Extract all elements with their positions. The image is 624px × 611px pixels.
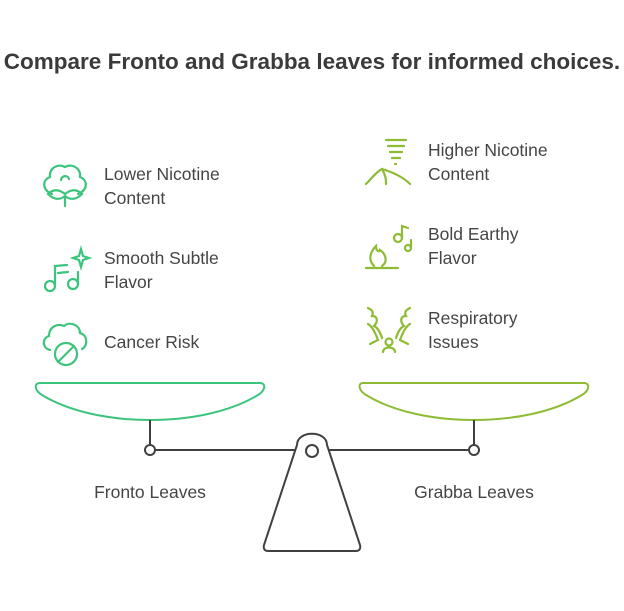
list-item: Lower Nicotine Content	[104, 164, 220, 208]
cotton-plant-icon	[43, 164, 87, 208]
fire-music-icon	[364, 224, 413, 270]
right-pan	[358, 382, 590, 422]
music-sparkle-icon	[43, 244, 93, 293]
list-item: Bold Earthy Flavor	[428, 224, 519, 268]
list-item: Higher Nicotine Content	[428, 140, 548, 184]
list-item: Respiratory Issues	[428, 308, 518, 352]
cloud-prohibited-icon	[42, 322, 88, 367]
grabba-leaves-label: Grabba Leaves	[414, 482, 534, 502]
list-item: Smooth Subtle Flavor	[104, 248, 219, 292]
fronto-leaves-label: Fronto Leaves	[94, 482, 206, 502]
page-title: Compare Fronto and Grabba leaves for inf…	[3, 49, 621, 74]
left-pan	[34, 382, 266, 422]
fulcrum	[262, 432, 362, 552]
tornado-hill-icon	[364, 138, 412, 186]
list-item: Cancer Risk	[104, 332, 200, 352]
lungs-person-icon	[366, 306, 412, 354]
